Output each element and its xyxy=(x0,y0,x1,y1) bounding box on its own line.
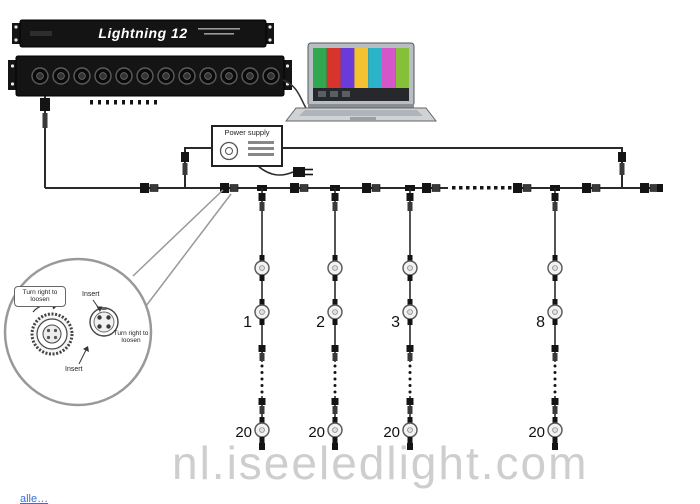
string-3-index: 3 xyxy=(391,314,400,331)
insert-label-bottom: Insert xyxy=(65,366,83,373)
bus-connector xyxy=(139,182,159,194)
bus-connector xyxy=(421,182,441,194)
controller-cable-connector xyxy=(40,98,50,128)
bus-connector xyxy=(639,182,659,194)
led-string-3 xyxy=(403,185,417,450)
turn-right-label-right: Turn right to loosen xyxy=(113,330,149,345)
bus-connector xyxy=(289,182,309,194)
bus-connector xyxy=(581,182,601,194)
feed-connector xyxy=(618,152,626,175)
female-connector-drawing xyxy=(89,307,119,337)
turn-right-label-left: Turn right to loosen xyxy=(14,286,66,307)
string-1-index: 1 xyxy=(243,314,252,331)
more-outputs-dots xyxy=(90,100,157,105)
watermark-text: nl.iseeledlight.com xyxy=(172,437,589,489)
usb-cable xyxy=(282,79,307,109)
string-1-count: 20 xyxy=(235,424,252,441)
feed-connector xyxy=(181,152,189,175)
power-supply xyxy=(211,125,283,167)
fan-icon xyxy=(219,141,239,161)
ac-cord xyxy=(257,165,294,176)
bus-ellipsis-dots xyxy=(452,186,519,190)
male-connector-drawing xyxy=(30,303,74,356)
led-string-2 xyxy=(328,185,342,450)
controller-name: Lightning 12 xyxy=(98,25,188,41)
laptop xyxy=(282,42,438,122)
corner-link-text[interactable]: alle… xyxy=(20,493,49,504)
bus-connector xyxy=(219,182,239,194)
string-2-count: 20 xyxy=(308,424,325,441)
power-supply-label: Power supply xyxy=(224,128,270,137)
power-feed-right xyxy=(282,147,623,188)
string-8-count: 20 xyxy=(528,424,545,441)
insert-label-top: Insert xyxy=(82,291,100,298)
bus-end-cap xyxy=(657,184,663,192)
led-string-1 xyxy=(255,185,269,450)
string-8-index: 8 xyxy=(536,314,545,331)
laptop-screen xyxy=(313,48,409,101)
bus-connector xyxy=(361,182,381,194)
led-string-8 xyxy=(548,185,562,450)
string-3-count: 20 xyxy=(383,424,400,441)
power-feed-left xyxy=(184,147,212,188)
ac-plug-icon xyxy=(293,167,313,177)
distributor-rack xyxy=(8,55,292,97)
controller-rack xyxy=(12,19,274,48)
string-2-index: 2 xyxy=(316,314,325,331)
